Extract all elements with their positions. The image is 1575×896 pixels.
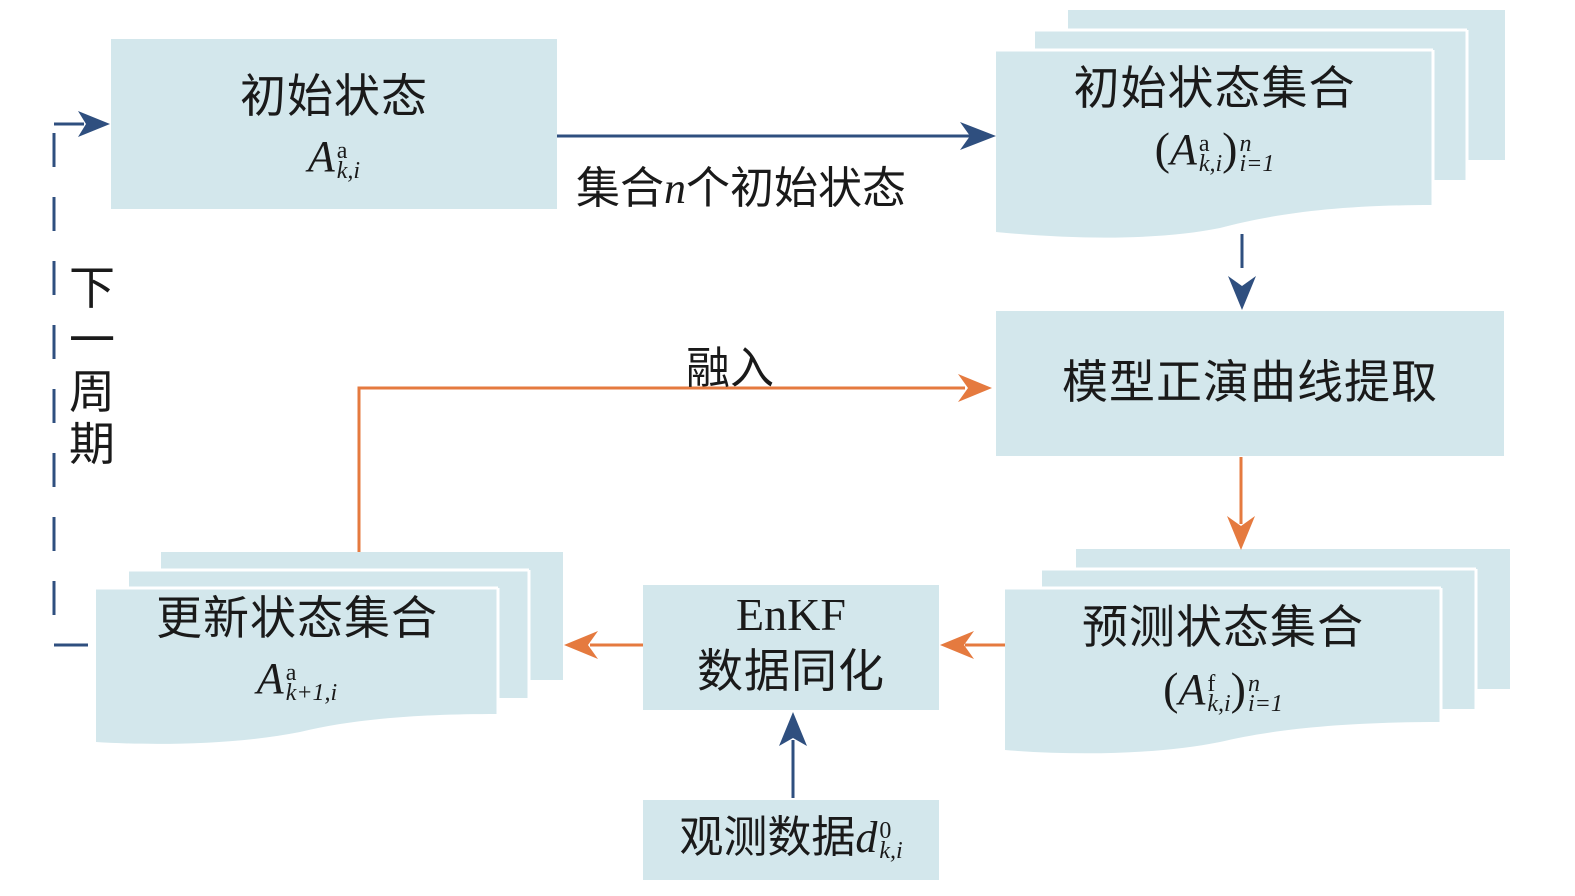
formula-sub: k+1,i <box>285 679 338 706</box>
label-post: 个初始状态 <box>686 163 906 214</box>
paren-close: ) <box>1222 123 1238 174</box>
initial-state-title: 初始状态 <box>240 69 428 123</box>
label-pre: 集合 <box>576 163 664 214</box>
formula-base: A <box>1178 665 1206 714</box>
forecast-ensemble-title: 预测状态集合 <box>1082 600 1364 654</box>
initial-ensemble-sheet-front <box>996 50 1433 238</box>
formula-base: A <box>256 654 284 703</box>
formula-base: d <box>855 813 878 862</box>
arrow-next-cycle <box>52 111 110 647</box>
formula-sub: k,i <box>879 837 903 864</box>
arrow-updated-to-model <box>357 374 992 552</box>
updated-ensemble-title: 更新状态集合 <box>156 591 438 645</box>
next-cycle-char: 周 <box>69 365 115 419</box>
enkf-line1: EnKF <box>736 589 846 640</box>
arrow-initial-to-ensemble <box>557 122 996 150</box>
formula-base: A <box>1169 125 1197 174</box>
formula-sup: a <box>1198 130 1210 157</box>
arrow-ensemble-to-model <box>1228 234 1256 310</box>
fusion-edge-label: 融入 <box>686 343 774 394</box>
formula-sup: a <box>285 659 297 686</box>
updated-ensemble-sheet-front <box>96 588 498 744</box>
next-cycle-char: 一 <box>69 313 115 367</box>
obs-text: 观测数据 <box>679 812 856 863</box>
paren-open: ( <box>1154 123 1170 174</box>
enkf-box <box>643 585 939 710</box>
formula-sub: k,i <box>1207 690 1231 717</box>
initial-state-box <box>111 39 557 209</box>
formula-lower: i=1 <box>1239 150 1275 177</box>
paren-open: ( <box>1163 663 1179 714</box>
formula-sup: f <box>1207 670 1216 697</box>
arrow-enkf-to-updated <box>564 631 643 659</box>
next-cycle-label: 下 一 周 期 <box>66 262 118 470</box>
forward-model-box <box>996 311 1504 456</box>
forecast-ensemble-sheet-front <box>1005 588 1441 754</box>
next-cycle-char: 期 <box>69 417 115 471</box>
enkf-line2: 数据同化 <box>697 644 885 698</box>
arrow-obs-to-enkf <box>779 712 807 798</box>
formula-sup: 0 <box>879 817 892 844</box>
formula-sup: a <box>336 137 348 164</box>
initial-ensemble-title: 初始状态集合 <box>1073 61 1356 115</box>
formula-sub: k,i <box>1198 150 1223 177</box>
paren-close: ) <box>1230 663 1246 714</box>
forward-model-title: 模型正演曲线提取 <box>1062 355 1438 409</box>
formula-sub: k,i <box>336 157 361 184</box>
arrow-forecast-to-enkf <box>940 631 1005 659</box>
ensemble-edge-label: 集合n个初始状态 <box>576 152 906 216</box>
formula-base: A <box>307 132 335 181</box>
formula-lower: i=1 <box>1248 690 1283 717</box>
formula-upper: n <box>1239 130 1252 157</box>
formula-upper: n <box>1248 670 1260 697</box>
observations-box <box>643 800 939 880</box>
label-var: n <box>664 164 686 213</box>
next-cycle-char: 下 <box>69 261 115 315</box>
arrow-model-to-forecast <box>1227 457 1255 550</box>
